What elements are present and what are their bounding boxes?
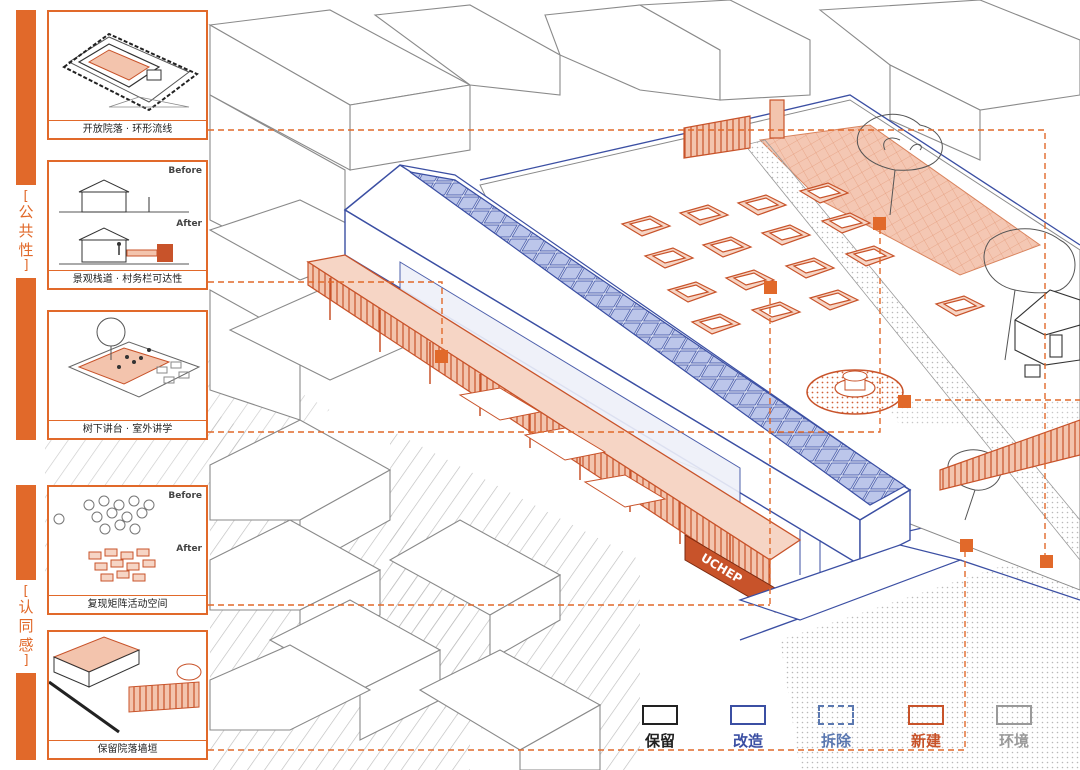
panel-boardwalk: Before After 景观栈道 · 村务栏可达性 xyxy=(47,160,208,290)
panel-caption: 树下讲台 · 室外讲学 xyxy=(49,420,206,438)
legend-label: 保留 xyxy=(644,732,675,750)
gate-new xyxy=(683,99,785,159)
street-curb xyxy=(738,544,963,621)
label-public: 公共性 xyxy=(18,203,34,259)
after-tag: After xyxy=(176,544,202,554)
context-buildings xyxy=(208,0,1080,770)
bracket-open: [ xyxy=(23,189,29,204)
panel-caption: 景观栈道 · 村务栏可达性 xyxy=(49,270,206,288)
legend-swatch xyxy=(730,705,766,725)
round-stage xyxy=(806,369,904,415)
legend-swatch xyxy=(818,705,854,725)
legend-label: 拆除 xyxy=(820,732,851,750)
legend-label: 改造 xyxy=(732,732,763,750)
leader-markers xyxy=(435,217,1053,568)
bracket-open: [ xyxy=(23,584,29,599)
main-hall xyxy=(343,164,912,585)
legend-item-environment: 环境 xyxy=(984,705,1044,751)
panel-drawing xyxy=(49,636,202,734)
panel-caption: 开放院落 · 环形流线 xyxy=(49,120,206,138)
legend-label: 新建 xyxy=(910,732,941,750)
panel-open-courtyard: 开放院落 · 环形流线 xyxy=(47,10,208,140)
after-tag: After xyxy=(176,219,202,229)
panel-matrix-space: Before After 复现矩阵活动空间 xyxy=(47,485,208,615)
panel-tree-podium: 树下讲台 · 室外讲学 xyxy=(47,310,208,440)
sidebar-label-identity: [ 认同感 ] xyxy=(13,580,39,673)
panel-drawing xyxy=(59,179,189,265)
old-house xyxy=(1014,289,1080,378)
legend-item-demolish: 拆除 xyxy=(806,705,866,751)
bracket-close: ] xyxy=(23,258,29,273)
legend-swatch xyxy=(996,705,1032,725)
panel-courtyard-wall: 保留院落墙垣 xyxy=(47,630,208,760)
panel-drawing xyxy=(67,317,201,398)
colonnade-walkway xyxy=(306,254,802,592)
planter-grid xyxy=(620,182,986,335)
legend-swatch xyxy=(908,705,944,725)
before-tag: Before xyxy=(168,166,202,176)
legend-item-keep: 保留 xyxy=(630,705,690,751)
bracket-close: ] xyxy=(23,653,29,668)
legend-item-renovate: 改造 xyxy=(718,705,778,751)
before-tag: Before xyxy=(168,491,202,501)
panel-caption: 保留院落墙垣 xyxy=(49,740,206,758)
leader-lines xyxy=(208,129,1080,751)
legend-item-new: 新建 xyxy=(896,705,956,751)
panel-drawing xyxy=(53,495,156,582)
panel-drawing xyxy=(62,32,199,112)
label-identity: 认同感 xyxy=(18,598,34,654)
legend-label: 环境 xyxy=(998,732,1029,750)
legend-swatch xyxy=(642,705,678,725)
dotted-path-2 xyxy=(880,400,1080,430)
sidebar-label-public: [ 公共性 ] xyxy=(13,185,39,278)
panel-caption: 复现矩阵活动空间 xyxy=(49,595,206,613)
